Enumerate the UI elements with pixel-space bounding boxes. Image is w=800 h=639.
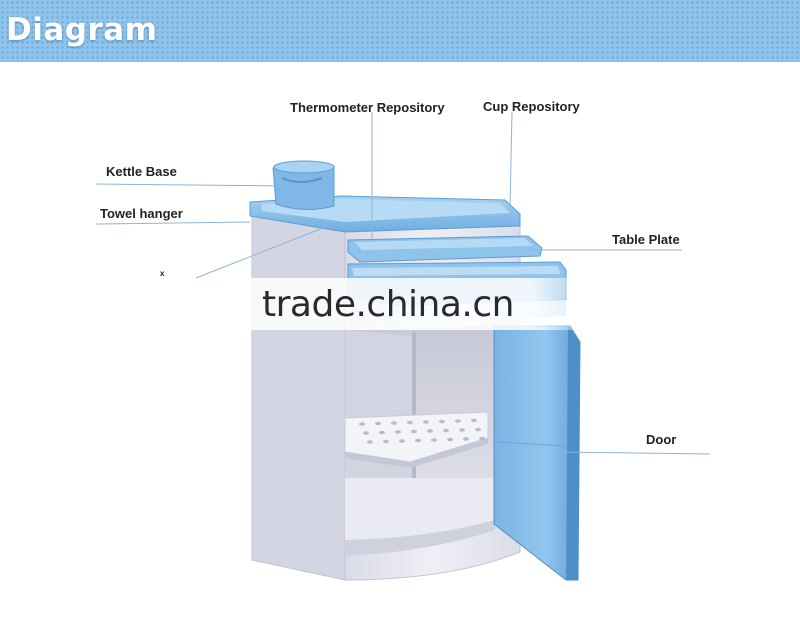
shelf-hole (463, 437, 469, 441)
diagram-banner: Diagram (0, 0, 800, 62)
shelf-holes (359, 418, 485, 444)
shelf-hole (443, 428, 449, 433)
shelf-hole (423, 420, 429, 424)
shelf-hole (411, 429, 417, 434)
shelf-hole (359, 422, 365, 426)
label-thermometer-repository: Thermometer Repository (290, 100, 445, 115)
shelf-hole (459, 428, 465, 432)
leader-lines (95, 111, 711, 455)
shelf-hole (447, 437, 453, 442)
shelf (344, 411, 489, 468)
leader-cup (509, 111, 513, 209)
leader-clipped (195, 225, 329, 279)
label-cup-repository: Cup Repository (483, 99, 580, 114)
label-table-plate: Table Plate (612, 232, 680, 247)
leader-kettle (95, 183, 287, 187)
shelf-hole (379, 430, 385, 435)
table-plate (347, 235, 543, 263)
shelf-hole (399, 439, 405, 443)
label-kettle-base: Kettle Base (106, 164, 177, 179)
shelf-hole (383, 439, 389, 444)
shelf-hole (415, 438, 421, 443)
banner-title: Diagram (6, 12, 158, 48)
shelf-hole (407, 420, 413, 425)
shelf-hole (395, 430, 401, 434)
shelf-hole (475, 427, 481, 432)
shelf-hole (455, 419, 461, 423)
shelf-hole (375, 421, 381, 426)
shelf-hole (367, 440, 373, 444)
label-towel-hanger: Towel hanger (100, 206, 183, 221)
label-door: Door (646, 432, 677, 447)
shelf-hole (439, 419, 445, 424)
watermark-backdrop (150, 278, 600, 330)
leader-towel (95, 221, 251, 225)
shelf-hole (363, 431, 369, 435)
leader-door (559, 451, 711, 455)
shelf-hole (431, 438, 437, 442)
shelf-hole (427, 429, 433, 433)
shelf-hole (471, 418, 477, 423)
shelf-hole (479, 436, 485, 441)
shelf-hole (391, 421, 397, 425)
cup-repository (272, 160, 335, 210)
label-clipped: ˣ (160, 268, 165, 282)
watermark-text: trade.china.cn (262, 284, 514, 325)
